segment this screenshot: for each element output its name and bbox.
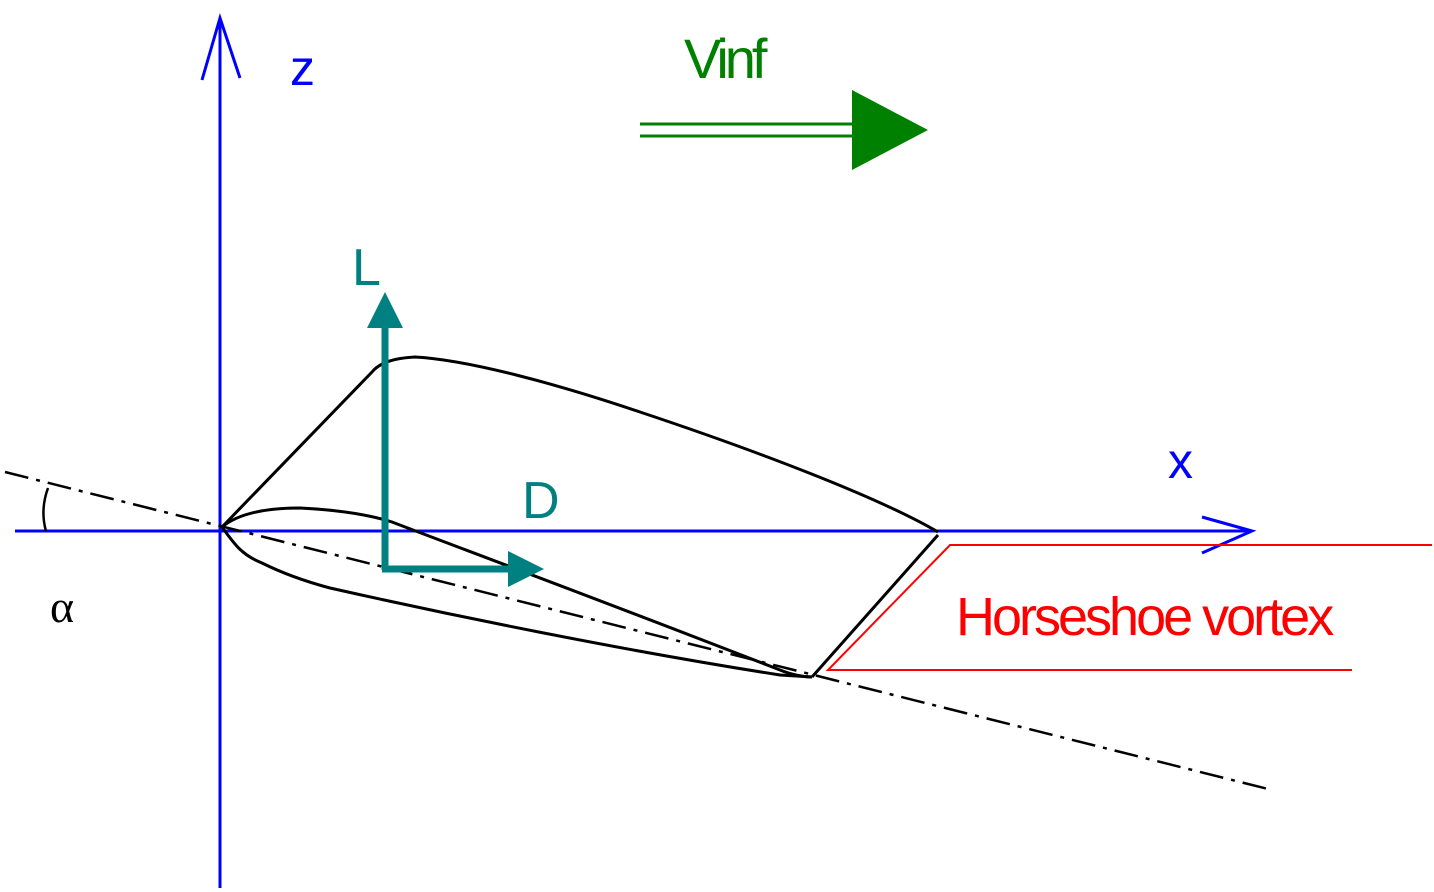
horseshoe-vortex-label: Horseshoe vortex <box>956 587 1334 647</box>
freestream-arrow <box>640 90 928 170</box>
x-axis-label: x <box>1168 433 1193 489</box>
x-axis <box>15 515 1257 555</box>
z-axis-label: z <box>290 40 315 96</box>
horseshoe-vortex <box>825 544 1432 671</box>
lift-arrow <box>367 292 403 570</box>
z-axis <box>200 12 242 888</box>
freestream-label: Vinf <box>684 27 768 90</box>
angle-of-attack-arc <box>42 487 50 532</box>
wing-outline <box>220 355 940 679</box>
drag-label: D <box>522 472 560 530</box>
lift-label: L <box>352 239 381 297</box>
chord-line <box>4 470 1269 791</box>
drag-arrow <box>382 551 544 587</box>
angle-of-attack-label: α <box>50 581 74 632</box>
